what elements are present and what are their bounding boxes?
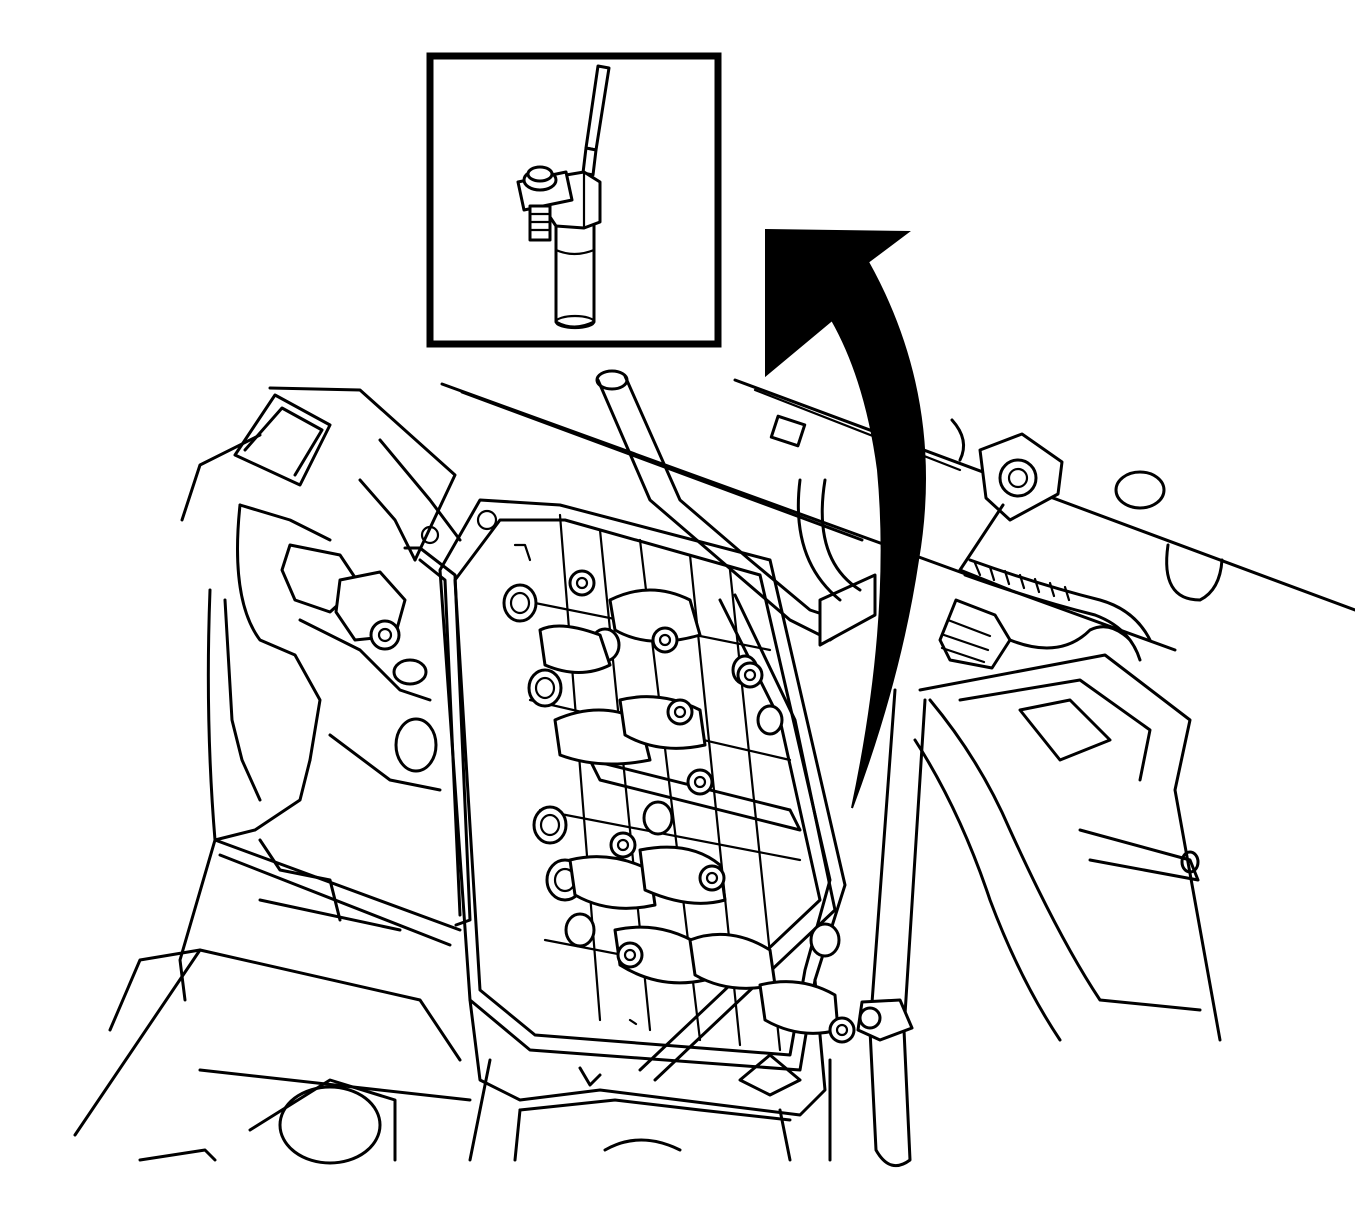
sensor-icon [516,64,611,330]
bolt-icon [522,165,558,242]
inset-detail-box [426,52,722,348]
curved-arrow-icon [765,228,926,809]
transmission-assembly [73,369,1355,1168]
solenoid-row [502,569,882,1044]
